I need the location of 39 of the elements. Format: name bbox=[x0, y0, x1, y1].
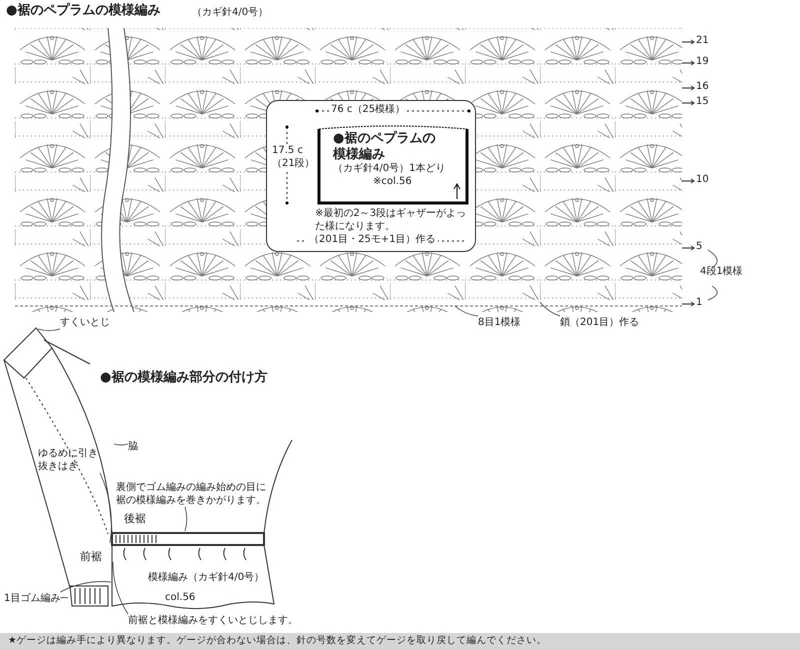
callout-text: 鎖（201目）作る bbox=[560, 316, 640, 329]
label-text: col.56 bbox=[165, 592, 196, 604]
row-number: 19 bbox=[696, 56, 709, 68]
trapezoid-shape bbox=[317, 125, 469, 205]
label-text: （カギ針4/0号） bbox=[192, 7, 268, 20]
label-text: ●裾の模様編み部分の付け方 bbox=[100, 370, 268, 386]
label-text: 模様編み（カギ針4/0号） bbox=[148, 572, 264, 584]
pattern-note: ※col.56 bbox=[373, 175, 412, 188]
row-number: 10 bbox=[696, 174, 709, 186]
row-number: 15 bbox=[696, 96, 709, 108]
leader-line bbox=[60, 597, 68, 598]
leader-line bbox=[454, 306, 478, 316]
row-number: 16 bbox=[696, 81, 709, 94]
callout-text: すくいとじ bbox=[60, 316, 110, 329]
callout-text: 前裾と模様編みをすくいとじします。 bbox=[128, 614, 298, 627]
callout-text: 裏側でゴム編みの編み始めの目に裾の模様編みを巻きかがります。 bbox=[116, 481, 268, 507]
leader-line bbox=[60, 581, 112, 592]
label-text: 4段1模様 bbox=[700, 266, 743, 278]
leader-line bbox=[184, 506, 188, 532]
pattern-note: （カギ針4/0号）1本どり bbox=[333, 162, 446, 176]
leader-line bbox=[112, 562, 128, 614]
label-text: 前裾 bbox=[80, 550, 102, 564]
label-text: （201目・25モ+1目）作る bbox=[307, 234, 438, 246]
callout-text: ゆるめに引き抜きはぎ bbox=[38, 447, 100, 473]
label-text: 後裾 bbox=[124, 512, 146, 526]
row-number: 5 bbox=[696, 241, 702, 254]
leader-line bbox=[38, 328, 60, 332]
leader-line bbox=[114, 444, 128, 446]
pattern-title: ●裾のペプラムの模様編み bbox=[333, 131, 436, 162]
row-number: 21 bbox=[696, 35, 709, 48]
callout-text: 1目ゴム編み bbox=[4, 592, 60, 605]
callout-text: 8目1模様 bbox=[478, 316, 521, 329]
leader-line bbox=[540, 302, 560, 316]
note-text: ※最初の2～3段はギャザーがよった様になります。 bbox=[315, 207, 467, 233]
row-number: 1 bbox=[696, 297, 702, 310]
label-text: ●裾のペプラムの模様編み bbox=[6, 3, 160, 20]
label-text: ★ゲージは編み手により異なります。ゲージが合わない場合は、針の号数を変えてゲージを取り戻して編んでください。 bbox=[8, 635, 547, 647]
callout-text: 脇 bbox=[128, 440, 138, 453]
leader-line bbox=[100, 472, 112, 544]
